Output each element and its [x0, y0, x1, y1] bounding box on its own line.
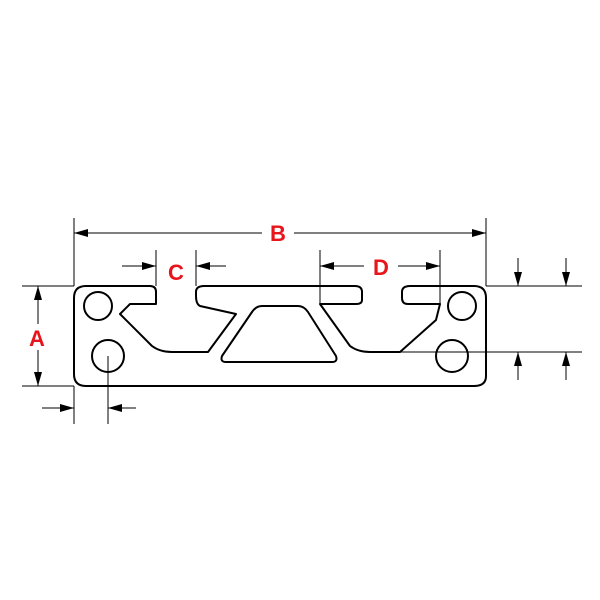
screw-hole-top-left [83, 291, 113, 321]
screw-hole-top-right [447, 291, 477, 321]
screw-hole-bottom-right [435, 339, 469, 373]
profile-center-cavity [220, 305, 338, 363]
dimension-d-label: D [373, 255, 389, 280]
dimension-b: B [73, 218, 487, 286]
arrow-icon [142, 262, 156, 270]
dimension-c: C [122, 250, 226, 286]
arrow-icon [472, 229, 486, 237]
arrow-icon [562, 272, 570, 286]
arrow-icon [562, 352, 570, 366]
arrow-icon [426, 262, 440, 270]
arrow-icon [74, 229, 88, 237]
arrow-icon [34, 372, 42, 386]
arrow-icon [196, 262, 210, 270]
arrow-icon [60, 404, 74, 412]
arrow-icon [514, 352, 522, 366]
dimension-a-label: A [29, 326, 45, 351]
dimension-hole-offset-x [42, 356, 136, 424]
dimension-a: A [22, 285, 74, 387]
profile-outer-contour [73, 285, 487, 387]
dimension-b-label: B [270, 221, 286, 246]
dimension-d: D [319, 250, 441, 304]
arrow-icon [320, 262, 334, 270]
profile-outline [73, 285, 487, 387]
arrow-icon [514, 272, 522, 286]
arrow-icon [34, 286, 42, 300]
dimension-hole-offset-y [396, 258, 582, 380]
arrow-icon [108, 404, 122, 412]
dimension-c-label: C [168, 260, 184, 285]
